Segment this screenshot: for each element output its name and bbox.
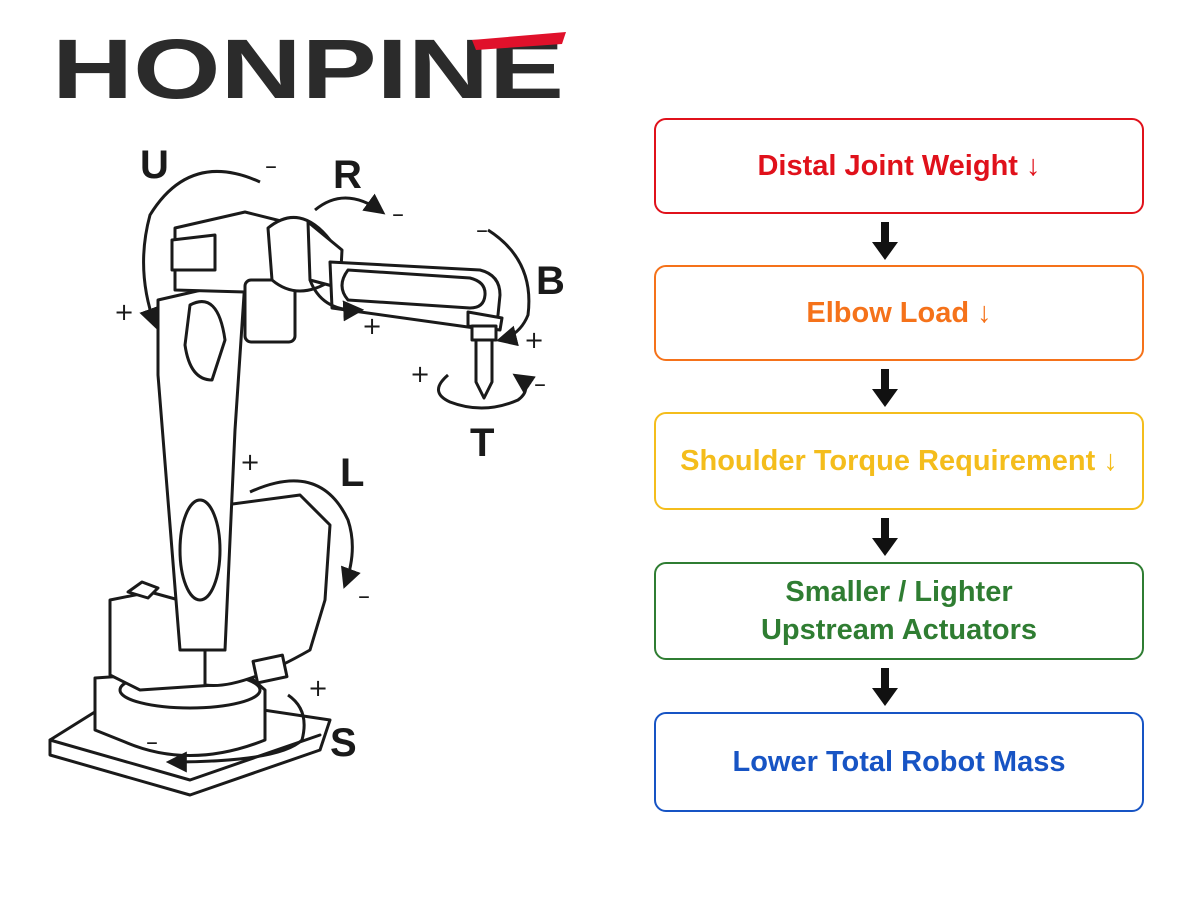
flow-step-text: Smaller / Lighter Upstream Actuators: [760, 576, 1038, 646]
axis-r-label: R: [333, 153, 362, 197]
robot-arm-diagram: U – + R – + B – + T + – L + – S + –: [48, 143, 565, 797]
axis-b-arrow: [487, 228, 531, 347]
flow-step-text: Lower Total Robot Mass: [732, 746, 1066, 778]
flow-step-elbow-load: Elbow Load ↓: [654, 265, 1144, 361]
elbow-motor: [243, 278, 297, 344]
base-plate-edge: [48, 733, 322, 782]
lower-body-top: [126, 580, 160, 600]
logo-accent-swoosh: [472, 32, 566, 50]
lower-arm-joint: [178, 498, 222, 602]
axis-s-plus: +: [308, 674, 328, 702]
axis-s-label: S: [330, 721, 357, 765]
axis-t-arrow: [437, 373, 536, 410]
axis-u-plus: +: [114, 298, 134, 326]
flow-step-lower-total-mass: Lower Total Robot Mass: [654, 712, 1144, 812]
axis-r-minus: –: [392, 200, 404, 228]
end-effector-tool: [474, 338, 494, 400]
axis-t-label: T: [470, 421, 494, 465]
axis-u-label: U: [140, 143, 169, 187]
axis-l-label: L: [340, 451, 364, 495]
axis-l-minus: –: [358, 582, 370, 610]
axis-r-arrow: [314, 193, 386, 215]
down-arrow-icon: [872, 518, 898, 556]
down-arrow-icon: [872, 222, 898, 260]
flow-step-text: Distal Joint Weight ↓: [757, 150, 1041, 182]
tool-flange: [470, 324, 498, 342]
shoulder-plate: [251, 653, 289, 685]
down-arrow-icon: [872, 369, 898, 407]
flow-step-text: Elbow Load ↓: [806, 297, 992, 329]
axis-r-arrow-lower: [308, 279, 365, 322]
flow-step-shoulder-torque: Shoulder Torque Requirement ↓: [654, 412, 1144, 510]
axis-r-plus: +: [362, 312, 382, 340]
flow-step-text: Shoulder Torque Requirement ↓: [680, 445, 1118, 477]
axis-u-minus: –: [265, 152, 277, 180]
honpine-logo: HONPINE: [52, 28, 566, 106]
flow-step-lighter-actuators: Smaller / Lighter Upstream Actuators: [654, 562, 1144, 660]
axis-b-label: B: [536, 259, 565, 303]
axis-l-arrow: [249, 479, 361, 589]
axis-b-minus: –: [476, 216, 488, 244]
elbow-cap: [170, 233, 217, 272]
axis-l-plus: +: [240, 448, 260, 476]
axis-s-arrow: [165, 693, 306, 773]
axis-u-arrow: [139, 169, 261, 329]
lower-arm-cutout: [183, 300, 227, 382]
axis-b-plus: +: [524, 326, 544, 354]
upper-arm-slot: [340, 268, 487, 310]
down-arrow-icon: [872, 668, 898, 706]
flow-step-distal-joint-weight: Distal Joint Weight ↓: [654, 118, 1144, 214]
axis-t-plus: +: [410, 360, 430, 388]
axis-t-minus: –: [534, 370, 546, 398]
axis-s-minus: –: [146, 728, 158, 756]
